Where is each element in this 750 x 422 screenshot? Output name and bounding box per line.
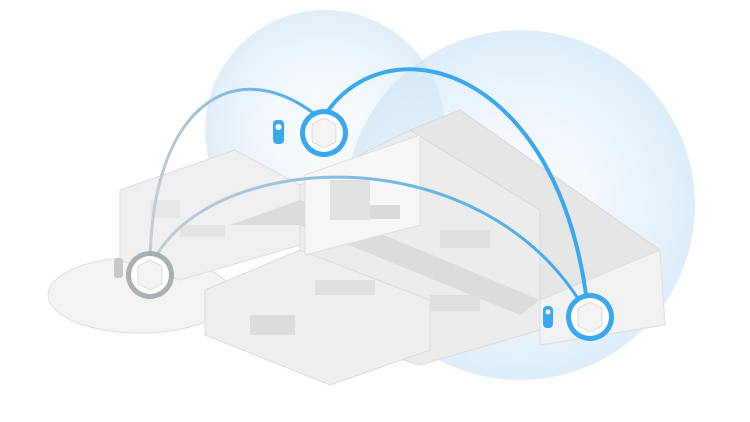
link-left-to-right	[148, 175, 587, 311]
link-left-to-upstairs	[148, 87, 323, 269]
mesh-node-right	[543, 293, 614, 341]
house-cutaway	[119, 109, 666, 386]
powerline-adapter-icon	[273, 120, 284, 144]
mesh-node-left	[114, 251, 174, 299]
link-upstairs-to-right	[320, 67, 590, 311]
mesh-node-upstairs	[273, 109, 348, 157]
powerline-adapter-icon	[543, 306, 553, 328]
